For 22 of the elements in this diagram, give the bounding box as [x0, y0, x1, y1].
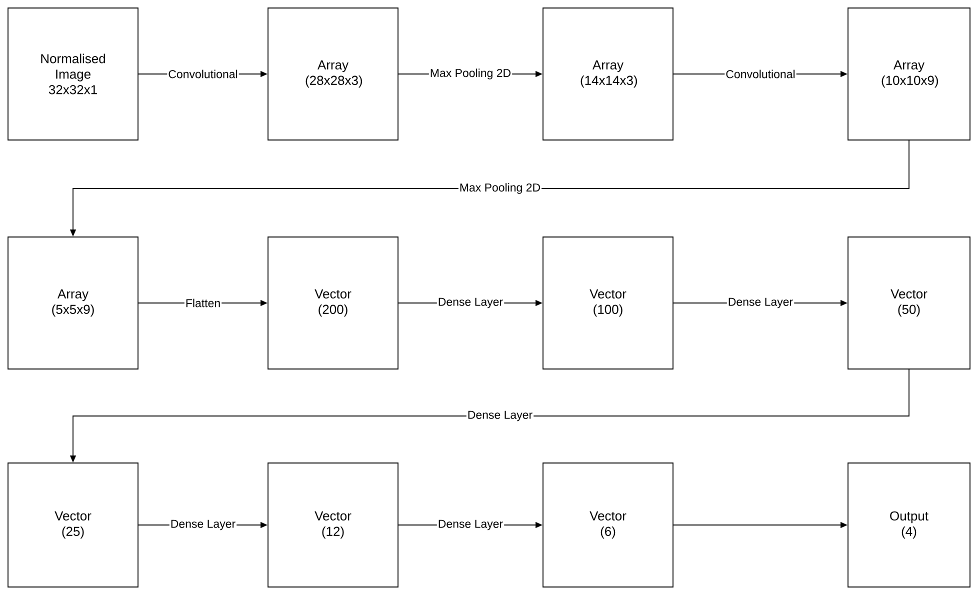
edge-label: Convolutional: [724, 68, 796, 80]
process-box: Vector (200): [268, 236, 398, 370]
edge-label: Flatten: [184, 298, 222, 308]
process-box: Output (4): [848, 462, 970, 588]
edge-label: Dense Layer: [726, 296, 794, 310]
process-box: Array (14x14x3): [542, 8, 674, 140]
edge-label: Max Pooling 2D: [428, 68, 512, 80]
process-box: Array (28x28x3): [268, 8, 398, 140]
process-box: Vector (50): [848, 236, 970, 370]
edge-label: Convolutional: [167, 68, 239, 80]
edge-label: Dense Layer: [169, 518, 237, 532]
process-box: Array (5x5x9): [8, 236, 138, 370]
edge-label: Max Pooling 2D: [458, 182, 542, 195]
process-box: Vector (6): [542, 462, 674, 588]
edge-label: Dense Layer: [436, 518, 504, 532]
edge-label: Dense Layer: [436, 296, 504, 310]
edge-label: Dense Layer: [466, 410, 534, 422]
process-box: Vector (100): [542, 236, 674, 370]
process-box: Vector (12): [268, 462, 398, 588]
process-box: Vector (25): [8, 462, 138, 588]
process-box: Normalised Image 32x32x1: [8, 8, 138, 140]
process-box: Array (10x10x9): [848, 8, 970, 140]
